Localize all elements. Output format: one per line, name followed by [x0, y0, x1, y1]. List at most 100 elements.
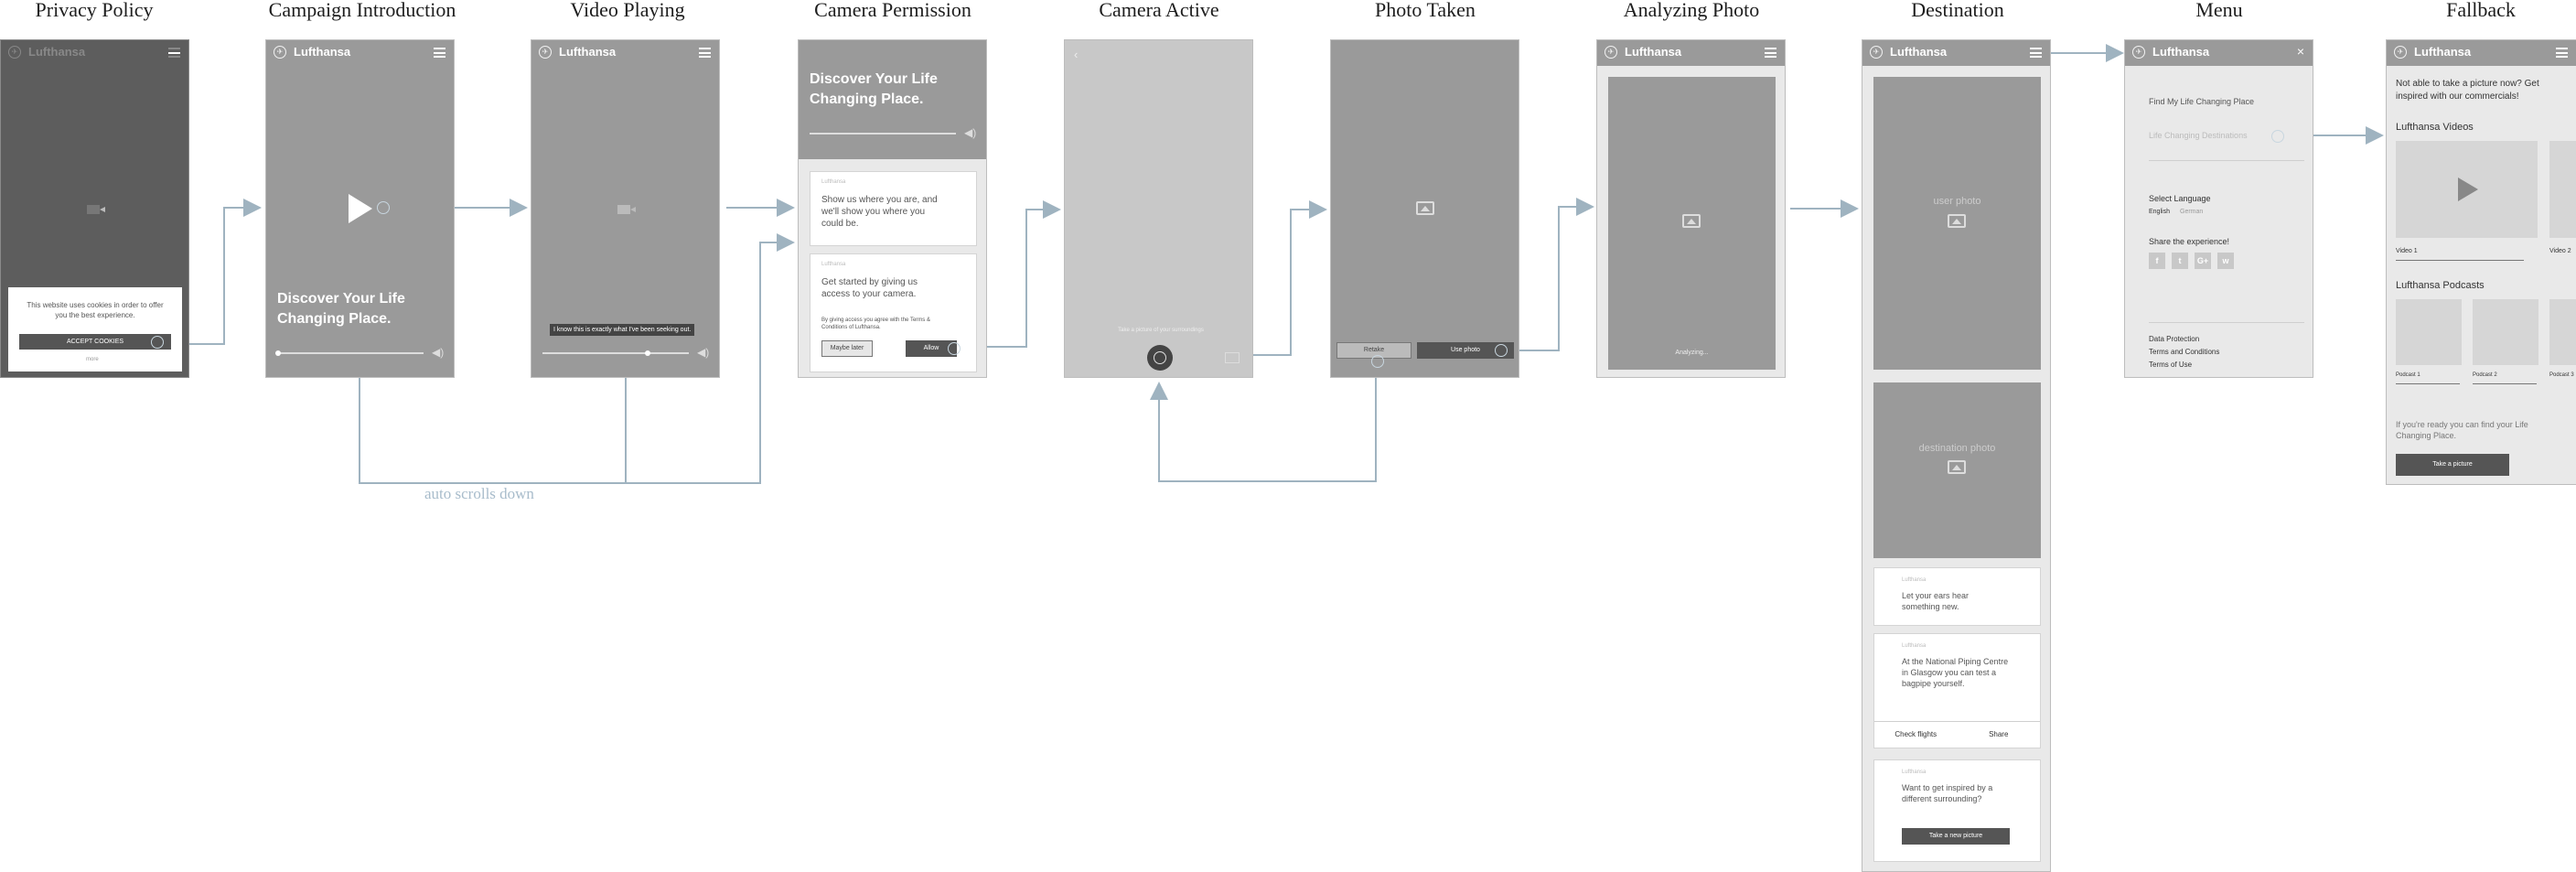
video-thumbnail-2[interactable] [2549, 141, 2576, 238]
menu-item-find[interactable]: Find My Life Changing Place [2149, 97, 2255, 106]
hamburger-menu-icon[interactable] [434, 48, 445, 58]
info-card: Lufthansa Want to get inspired by a diff… [1873, 759, 2041, 862]
close-icon[interactable]: × [2296, 44, 2304, 59]
hamburger-menu-icon[interactable] [2030, 48, 2042, 58]
info-card: Lufthansa Show us where you are, and we'… [810, 171, 977, 246]
tap-indicator [1495, 344, 1508, 357]
header: ✈ Lufthansa [1597, 40, 1785, 66]
card-label: Lufthansa [1902, 770, 1927, 775]
podcast-thumbnail-2[interactable] [2473, 299, 2538, 365]
connector-retake-camactive [1150, 361, 1377, 482]
accept-cookies-button[interactable]: ACCEPT COOKIES [19, 334, 171, 350]
header: ✈ Lufthansa [1, 40, 188, 66]
screen-title-video: Video Playing [570, 0, 685, 21]
whatsapp-icon[interactable]: w [2217, 253, 2234, 269]
card-text: Want to get inspired by a different surr… [1902, 783, 1993, 803]
podcast-3-label: Podcast 3 [2549, 372, 2574, 378]
progress-track [277, 352, 424, 354]
brand-name: Lufthansa [2152, 45, 2210, 59]
screen-title-destination: Destination [1911, 0, 2004, 21]
podcast-1-track [2396, 383, 2460, 384]
photo-placeholder-icon [1948, 460, 1966, 474]
videos-title: Lufthansa Videos [2396, 122, 2474, 133]
screen-title-privacy: Privacy Policy [35, 0, 154, 21]
hamburger-menu-icon[interactable] [699, 48, 711, 58]
screen-fallback: ✈ Lufthansa Not able to take a picture n… [2386, 39, 2576, 485]
header: ✈ Lufthansa [531, 40, 719, 66]
twitter-icon[interactable]: t [2172, 253, 2188, 269]
volume-icon[interactable]: ◀) [697, 346, 710, 359]
more-link[interactable]: more [86, 357, 99, 362]
brand-name: Lufthansa [1890, 45, 1948, 59]
headline: Discover Your Life Changing Place. [277, 291, 405, 327]
brand-name: Lufthansa [2414, 45, 2472, 59]
screen-video: ✈ Lufthansa I know this is exactly what … [531, 39, 720, 378]
brand-name: Lufthansa [294, 45, 351, 59]
hint-text: Take a picture of your surroundings [1118, 328, 1204, 333]
back-icon[interactable]: ‹ [1074, 48, 1079, 61]
screen-phototaken: Retake Use photo [1330, 39, 1519, 378]
use-photo-button[interactable]: Use photo [1417, 342, 1514, 359]
link-terms-of-use[interactable]: Terms of Use [2149, 361, 2193, 369]
video-1-label: Video 1 [2396, 248, 2418, 254]
podcast-thumbnail-3[interactable] [2549, 299, 2576, 365]
screen-title-camperm: Camera Permission [814, 0, 971, 21]
video-placeholder-icon [87, 205, 105, 214]
video-placeholder-icon [617, 205, 636, 214]
language-german[interactable]: German [2180, 209, 2204, 215]
screen-title-analyzing: Analyzing Photo [1623, 0, 1760, 21]
card-text: At the National Piping Centre in Glasgow… [1902, 657, 2009, 688]
card-text: Get started by giving us access to your … [821, 277, 918, 299]
share-title: Share the experience! [2149, 237, 2230, 246]
volume-icon[interactable]: ◀) [964, 126, 977, 139]
destination-photo-label: destination photo [1918, 443, 1996, 454]
facebook-icon[interactable]: f [2149, 253, 2165, 269]
screen-privacy: ✈ Lufthansa This website uses cookies in… [0, 39, 189, 378]
podcast-thumbnail-1[interactable] [2396, 299, 2462, 365]
link-data-protection[interactable]: Data Protection [2149, 335, 2200, 343]
card-label: Lufthansa [1902, 577, 1927, 583]
language-title: Select Language [2149, 194, 2211, 203]
user-photo: user photo [1873, 77, 2041, 370]
hamburger-menu-icon[interactable] [1765, 48, 1776, 58]
language-english[interactable]: English [2149, 209, 2170, 215]
photo-placeholder-icon [1416, 201, 1434, 215]
podcast-2-track [2473, 383, 2537, 384]
menu-item-destinations[interactable]: Life Changing Destinations [2149, 131, 2248, 140]
volume-icon[interactable]: ◀) [432, 346, 445, 359]
destination-photo: destination photo [1873, 382, 2041, 558]
take-picture-button[interactable]: Take a picture [2396, 454, 2509, 476]
ready-text: If you're ready you can find your Life C… [2396, 420, 2528, 440]
progress-knob[interactable] [275, 350, 281, 356]
check-flights-button[interactable]: Check flights [1894, 730, 1937, 738]
progress-track [542, 352, 689, 354]
gallery-icon[interactable] [1225, 352, 1240, 363]
hamburger-menu-icon[interactable] [2556, 48, 2568, 58]
tap-indicator [2271, 130, 2284, 143]
brand-name: Lufthansa [559, 45, 617, 59]
share-button[interactable]: Share [1989, 730, 2009, 738]
screen-title-fallback: Fallback [2446, 0, 2516, 21]
maybe-later-button[interactable]: Maybe later [821, 340, 873, 357]
hamburger-menu-icon[interactable] [168, 48, 180, 58]
info-card: Lufthansa At the National Piping Centre … [1873, 633, 2041, 748]
cookie-text: This website uses cookies in order to of… [27, 301, 164, 319]
tap-indicator [948, 342, 961, 355]
card-text: Let your ears hear something new. [1902, 591, 1970, 611]
allow-button[interactable]: Allow [906, 340, 957, 357]
play-icon[interactable] [2458, 178, 2478, 201]
progress-knob[interactable] [645, 350, 650, 356]
play-icon[interactable] [349, 194, 372, 223]
photo-placeholder-icon [1682, 214, 1701, 228]
fallback-intro: Not able to take a picture now? Get insp… [2396, 79, 2539, 102]
logo-icon: ✈ [1605, 46, 1617, 59]
connector-phototaken-analyzing [1508, 198, 1594, 351]
take-new-picture-button[interactable]: Take a new picture [1902, 828, 2010, 845]
video-thumbnail-1[interactable] [2396, 141, 2538, 238]
legal-text[interactable]: By giving access you agree with the Term… [821, 318, 930, 330]
link-terms-conditions[interactable]: Terms and Conditions [2149, 348, 2220, 356]
header: ✈ Lufthansa [1862, 40, 2050, 66]
header: ✈ Lufthansa × [2125, 40, 2313, 66]
google-plus-icon[interactable]: G+ [2195, 253, 2211, 269]
photo-frame: Analyzing... [1608, 77, 1776, 370]
